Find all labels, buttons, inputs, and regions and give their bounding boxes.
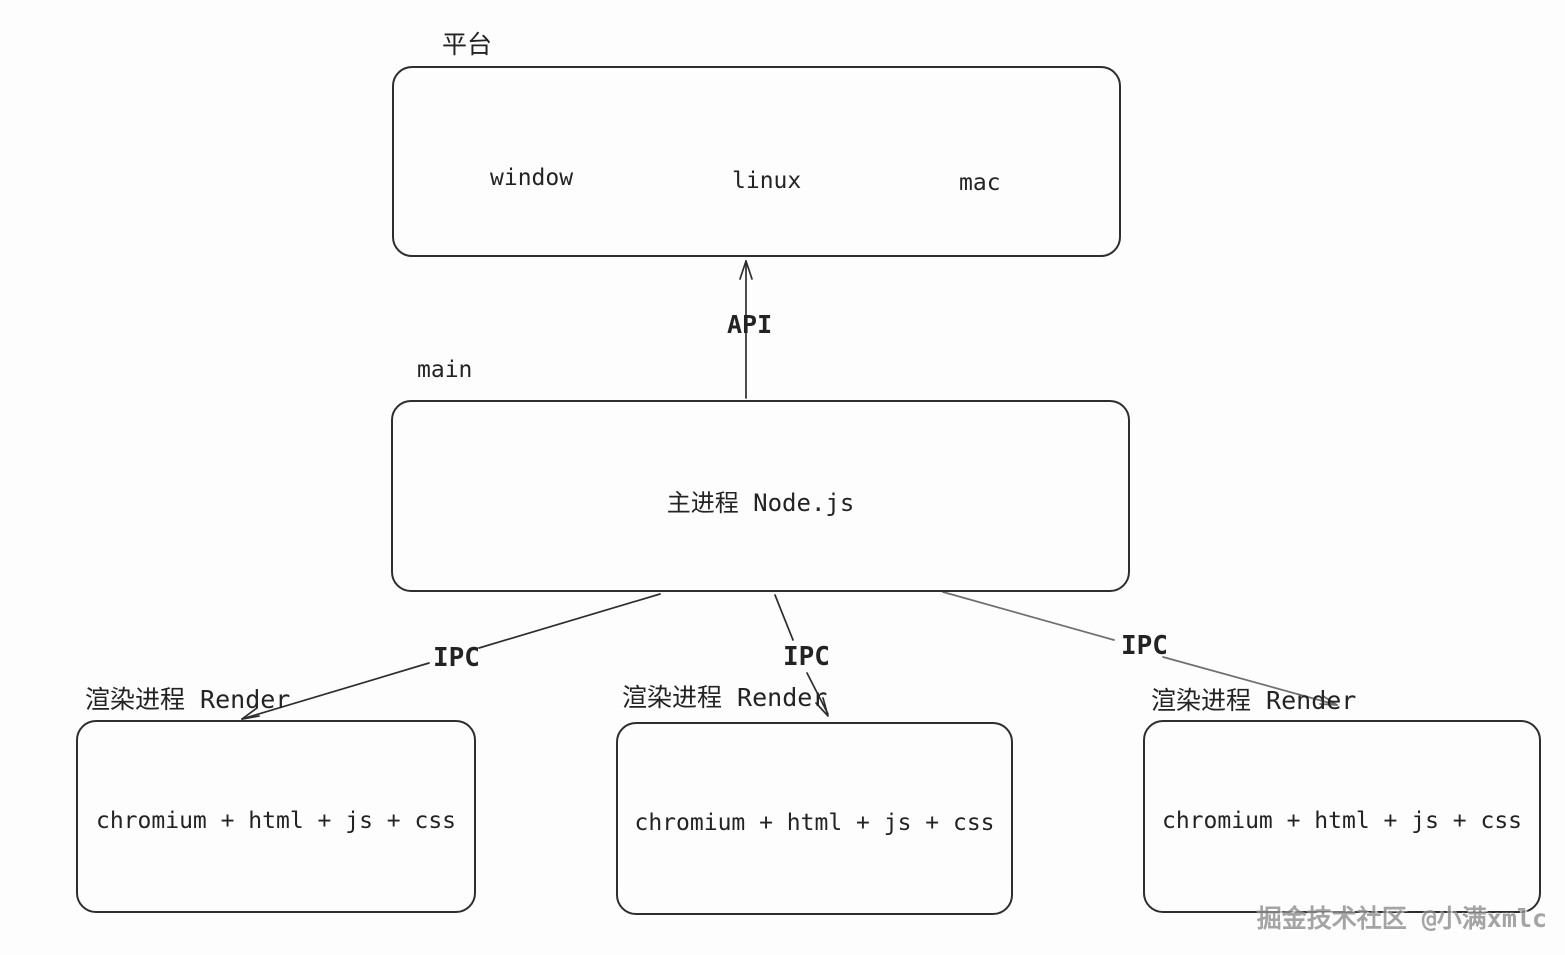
ipc-middle-arrowhead <box>815 697 829 717</box>
main-box: 主进程 Node.js <box>391 400 1130 592</box>
renderer-right-label: 渲染进程 Render <box>1151 686 1357 715</box>
main-label: main <box>417 357 473 383</box>
api-arrow <box>739 260 753 399</box>
ipc-right-line-lower <box>1162 656 1338 706</box>
renderer-right-box: chromium + html + js + css <box>1143 720 1541 913</box>
renderer-middle-box: chromium + html + js + css <box>616 722 1013 915</box>
renderer-left-label: 渲染进程 Render <box>85 685 291 714</box>
ipc-middle-line-lower <box>806 672 829 715</box>
platform-item-mac: mac <box>959 170 1001 196</box>
ipc-middle-line-upper <box>774 594 794 641</box>
renderer-middle-content: chromium + html + js + css <box>634 809 995 836</box>
ipc-edge-label-right: IPC <box>1121 631 1168 661</box>
ipc-right-line-upper <box>942 591 1115 641</box>
renderer-right-content: chromium + html + js + css <box>1161 807 1523 834</box>
ipc-edge-label-middle: IPC <box>783 642 830 672</box>
renderer-left-box: chromium + html + js + css <box>76 720 476 913</box>
ipc-left-arrowhead <box>241 707 260 720</box>
ipc-arrow-right <box>942 591 1338 706</box>
ipc-left-line-lower <box>241 662 430 720</box>
platform-item-linux: linux <box>732 168 802 194</box>
platform-box: window linux mac <box>392 66 1121 257</box>
platform-label: 平台 <box>442 30 493 59</box>
main-box-content: 主进程 Node.js <box>666 488 855 517</box>
renderer-middle-label: 渲染进程 Render <box>622 683 828 712</box>
ipc-left-line-upper <box>478 593 661 649</box>
platform-item-window: window <box>490 165 574 191</box>
ipc-edge-label-left: IPC <box>433 643 480 673</box>
renderer-left-content: chromium + html + js + css <box>95 807 457 834</box>
ipc-right-arrowhead <box>1319 695 1338 706</box>
ipc-arrow-left <box>241 593 661 720</box>
api-arrowhead <box>739 260 753 280</box>
watermark-text: 掘金技术社区 @小满xmlc <box>1256 904 1547 933</box>
ipc-arrow-middle <box>774 594 829 717</box>
api-edge-label: API <box>727 310 773 339</box>
